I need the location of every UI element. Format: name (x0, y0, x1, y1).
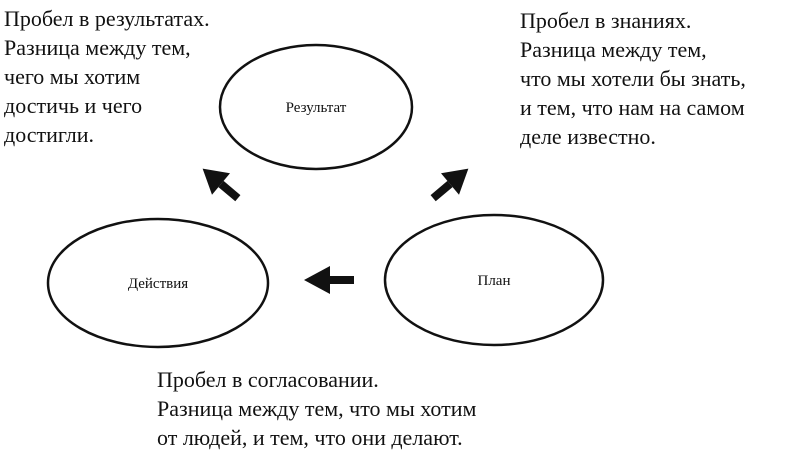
gap-alignment-line: Разница между тем, что мы хотим (157, 396, 477, 421)
node-plan-ellipse (383, 213, 605, 347)
gap-alignment-caption: Пробел в согласовании. Разница между тем… (157, 365, 476, 452)
gap-results-line: достигли. (4, 122, 95, 147)
arrow-plan-to-result-icon (430, 168, 469, 202)
node-plan: План (383, 213, 605, 347)
gap-knowledge-caption: Пробел в знаниях. Разница между тем, что… (520, 6, 746, 151)
arrow-plan-to-actions-icon (304, 266, 354, 294)
node-result-ellipse (218, 43, 414, 171)
gap-knowledge-line: Пробел в знаниях. (520, 8, 692, 33)
gap-results-line: чего мы хотим (4, 64, 141, 89)
gap-alignment-line: Пробел в согласовании. (157, 367, 379, 392)
gap-results-line: достичь и чего (4, 93, 143, 118)
gap-alignment-line: от людей, и тем, что они делают. (157, 425, 463, 450)
gap-knowledge-line: деле известно. (520, 124, 656, 149)
gap-results-caption: Пробел в результатах. Разница между тем,… (4, 4, 210, 149)
node-result: Результат (218, 43, 414, 171)
gap-results-line: Пробел в результатах. (4, 6, 210, 31)
node-actions-label: Действия (128, 276, 188, 292)
gap-knowledge-line: и тем, что нам на самом (520, 95, 745, 120)
node-plan-label: План (477, 273, 510, 289)
gap-knowledge-line: Разница между тем, (520, 37, 707, 62)
gap-knowledge-line: что мы хотели бы знать, (520, 66, 746, 91)
gap-results-line: Разница между тем, (4, 35, 191, 60)
node-actions: Действия (46, 217, 270, 349)
arrow-actions-to-result-icon (202, 168, 241, 202)
node-actions-ellipse (46, 217, 270, 349)
node-result-label: Результат (286, 100, 347, 116)
